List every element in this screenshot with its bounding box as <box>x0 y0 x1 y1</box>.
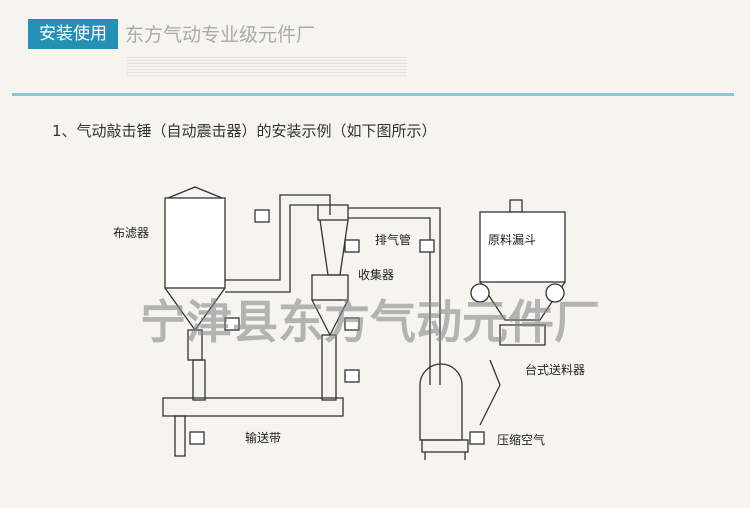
collector-cyclone <box>311 204 349 401</box>
label-bag-filter: 布滤器 <box>113 226 149 240</box>
label-conveyor: 输送带 <box>245 430 281 445</box>
knocker-hammers <box>189 209 565 445</box>
divider <box>12 93 734 96</box>
label-exhaust-pipe: 排气管 <box>375 232 411 247</box>
label-collector: 收集器 <box>358 267 394 282</box>
raw-material-hopper <box>479 199 566 426</box>
section-heading: 1、气动敲击锤（自动震击器）的安装示例（如下图所示） <box>52 122 437 140</box>
bag-filter <box>164 186 226 401</box>
section-badge: 安装使用 <box>28 19 118 49</box>
fine-print <box>127 55 407 77</box>
loop-separator <box>419 363 469 460</box>
conveyor-belt <box>162 397 344 457</box>
brand-title: 东方气动专业级元件厂 <box>125 24 316 46</box>
label-table-feeder: 台式送料器 <box>525 362 585 377</box>
air-pipes <box>225 194 441 385</box>
label-raw-hopper: 原料漏斗 <box>488 233 536 247</box>
label-compressed-air: 压缩空气 <box>497 432 545 447</box>
watermark: 宁津县东方气动元件厂 <box>140 295 600 349</box>
